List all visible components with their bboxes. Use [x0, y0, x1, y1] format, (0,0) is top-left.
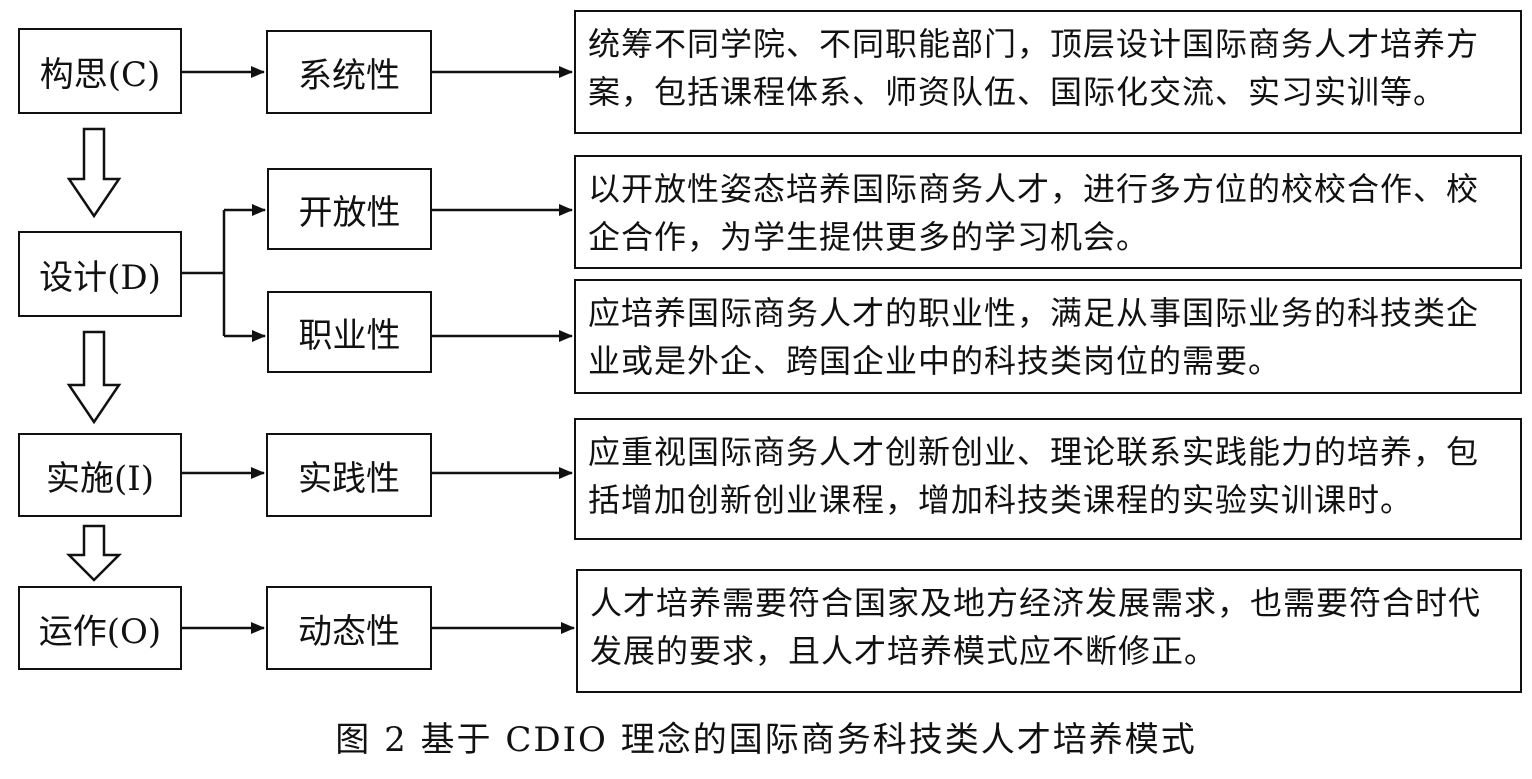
stage-design-box: 设计(D) [18, 231, 182, 317]
property-professional-box: 职业性 [267, 291, 432, 373]
down-arrow-design-implement [66, 330, 122, 425]
stage-implement-label: 实施(I) [46, 458, 154, 499]
figure-caption: 图 2 基于 CDIO 理念的国际商务科技类人才培养模式 [335, 720, 1197, 760]
description-systematic-box: 统筹不同学院、不同职能部门，顶层设计国际商务人才培养方案，包括课程体系、师资队伍… [574, 10, 1522, 134]
property-dynamic-label: 动态性 [298, 611, 400, 652]
stage-operate-box: 运作(O) [18, 586, 182, 670]
stage-design-label: 设计(D) [39, 257, 161, 298]
stage-operate-label: 运作(O) [38, 611, 162, 652]
property-practical-box: 实践性 [266, 433, 432, 517]
stage-conceive-label: 构思(C) [39, 54, 161, 95]
description-practical-box: 应重视国际商务人才创新创业、理论联系实践能力的培养，包括增加创新创业课程，增加科… [574, 418, 1522, 540]
property-dynamic-box: 动态性 [266, 586, 432, 670]
description-dynamic-box: 人才培养需要符合国家及地方经济发展需求，也需要符合时代发展的要求，且人才培养模式… [576, 569, 1522, 693]
property-professional-label: 职业性 [298, 315, 401, 356]
property-practical-label: 实践性 [298, 458, 400, 499]
description-open-box: 以开放性姿态培养国际商务人才，进行多方位的校校合作、校企合作，为学生提供更多的学… [574, 155, 1522, 269]
description-dynamic-text: 人才培养需要符合国家及地方经济发展需求，也需要符合时代发展的要求，且人才培养模式… [590, 584, 1482, 670]
property-open-box: 开放性 [267, 168, 432, 250]
description-professional-text: 应培养国际商务人才的职业性，满足从事国际业务的科技类企业或是外企、跨国企业中的科… [588, 294, 1480, 380]
description-practical-text: 应重视国际商务人才创新创业、理论联系实践能力的培养，包括增加创新创业课程，增加科… [588, 433, 1480, 519]
property-systematic-label: 系统性 [298, 55, 400, 96]
stage-conceive-box: 构思(C) [18, 28, 182, 114]
property-systematic-box: 系统性 [266, 30, 432, 114]
description-open-text: 以开放性姿态培养国际商务人才，进行多方位的校校合作、校企合作，为学生提供更多的学… [588, 170, 1480, 256]
down-arrow-conceive-design [66, 127, 122, 219]
description-systematic-text: 统筹不同学院、不同职能部门，顶层设计国际商务人才培养方案，包括课程体系、师资队伍… [588, 25, 1480, 111]
stage-implement-box: 实施(I) [18, 433, 182, 517]
property-open-label: 开放性 [298, 192, 401, 233]
description-professional-box: 应培养国际商务人才的职业性，满足从事国际业务的科技类企业或是外企、跨国企业中的科… [574, 279, 1522, 394]
down-arrow-implement-operate [65, 524, 123, 582]
